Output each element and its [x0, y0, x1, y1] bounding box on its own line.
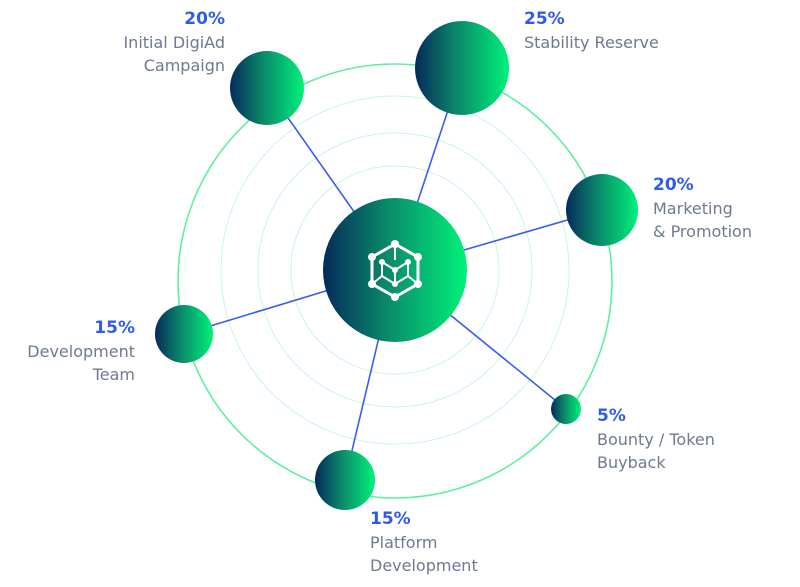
- segment-label: Development: [27, 342, 135, 361]
- percent-value: 5%: [597, 406, 626, 426]
- node-stability-reserve: [415, 21, 509, 115]
- percent-value: 20%: [184, 9, 225, 29]
- segment-label: Initial DigiAd: [123, 33, 225, 52]
- segment-label: Campaign: [143, 56, 225, 75]
- segment-label: Bounty / Token: [597, 430, 715, 449]
- node-marketing: [566, 174, 638, 246]
- segment-label: & Promotion: [653, 222, 752, 241]
- ring: [290, 165, 500, 375]
- label-stability-reserve: 25% Stability Reserve: [524, 8, 724, 54]
- segment-label: Buyback: [597, 453, 666, 472]
- segment-label: Platform: [370, 533, 438, 552]
- node-platform: [315, 450, 375, 510]
- percent-value: 20%: [653, 175, 694, 195]
- node-bounty: [551, 394, 581, 424]
- segment-nodes: [155, 21, 638, 510]
- percent-value: 15%: [370, 509, 411, 529]
- percent-value: 25%: [524, 9, 565, 29]
- segment-label: Development: [370, 556, 478, 575]
- node-dev-team: [155, 305, 213, 363]
- node-initial-digiad: [230, 51, 304, 125]
- percent-value: 15%: [94, 318, 135, 338]
- ring: [257, 132, 533, 408]
- segment-label: Stability Reserve: [524, 33, 659, 52]
- ring: [220, 95, 570, 445]
- segment-label: Team: [92, 365, 135, 384]
- concentric-rings: [177, 63, 613, 499]
- ring: [177, 63, 613, 499]
- segment-label: Marketing: [653, 199, 733, 218]
- label-marketing: 20% Marketing & Promotion: [653, 174, 793, 243]
- hexagon-network-icon: [368, 240, 422, 301]
